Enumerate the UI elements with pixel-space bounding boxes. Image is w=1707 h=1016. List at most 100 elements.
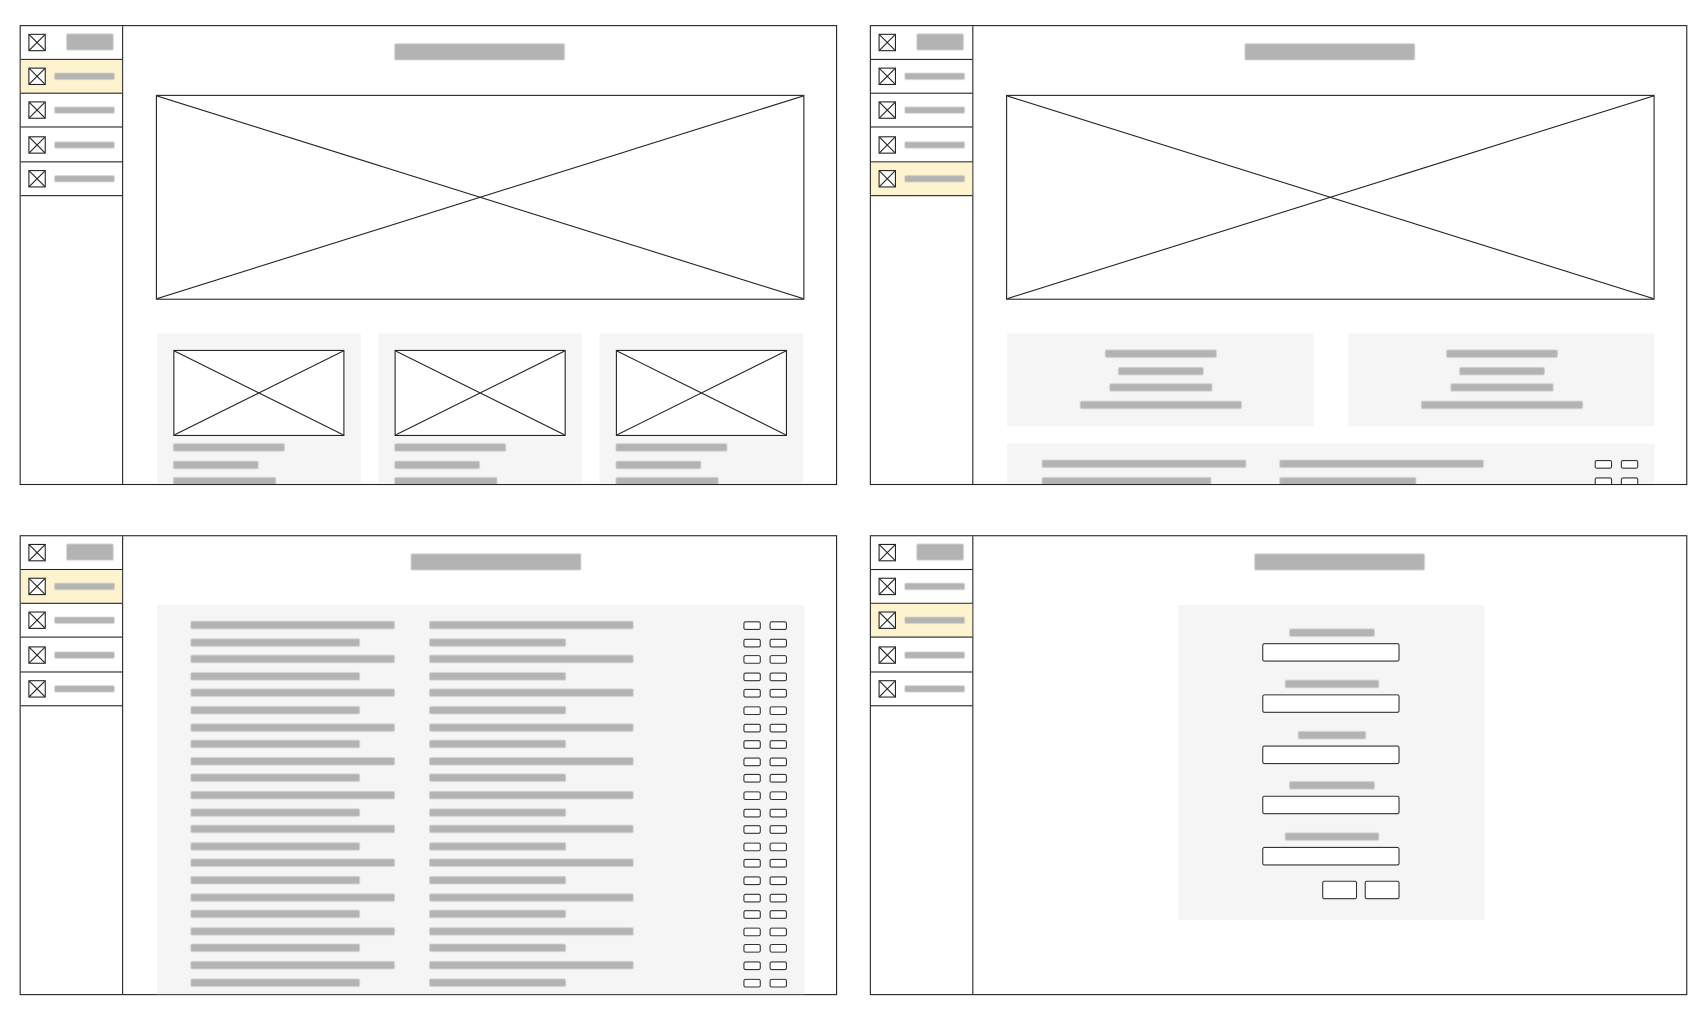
gallery-card[interactable]: [156, 333, 361, 484]
row-edit-button[interactable]: [743, 825, 761, 835]
row-delete-button[interactable]: [769, 808, 787, 818]
row-edit-button[interactable]: [743, 910, 761, 920]
summary-card[interactable]: [1348, 333, 1655, 427]
row-delete-button[interactable]: [769, 927, 787, 937]
row-edit-button[interactable]: [743, 791, 761, 801]
table-cell: [1042, 476, 1211, 484]
list-row[interactable]: [157, 859, 804, 869]
row-action-button[interactable]: [1594, 476, 1613, 484]
row-delete-button[interactable]: [769, 978, 787, 988]
row-edit-button[interactable]: [743, 757, 761, 767]
row-delete-button[interactable]: [769, 842, 787, 852]
row-edit-button[interactable]: [743, 893, 761, 903]
text-field[interactable]: [1262, 745, 1400, 764]
list-row[interactable]: [157, 621, 804, 631]
sidebar-item[interactable]: [20, 59, 123, 94]
row-edit-button[interactable]: [743, 774, 761, 784]
row-delete-button[interactable]: [769, 825, 787, 835]
row-edit-button[interactable]: [743, 638, 761, 648]
list-row[interactable]: [157, 978, 804, 988]
row-edit-button[interactable]: [743, 706, 761, 716]
row-action-button[interactable]: [1594, 459, 1613, 469]
gallery-card[interactable]: [378, 333, 583, 484]
list-row[interactable]: [157, 723, 804, 733]
row-edit-button[interactable]: [743, 621, 761, 631]
row-edit-button[interactable]: [743, 655, 761, 665]
sidebar-item[interactable]: [20, 638, 123, 673]
list-row[interactable]: [157, 672, 804, 682]
row-delete-button[interactable]: [769, 757, 787, 767]
submit-button[interactable]: [1364, 880, 1400, 900]
row-delete-button[interactable]: [769, 791, 787, 801]
sidebar-item[interactable]: [20, 672, 123, 707]
list-row[interactable]: [157, 808, 804, 818]
sidebar-item[interactable]: [20, 162, 123, 197]
row-edit-button[interactable]: [743, 723, 761, 733]
row-edit-button[interactable]: [743, 859, 761, 869]
row-edit-button[interactable]: [743, 876, 761, 886]
row-delete-button[interactable]: [769, 740, 787, 750]
sidebar-item[interactable]: [870, 162, 973, 197]
list-row[interactable]: [157, 689, 804, 699]
sidebar-item[interactable]: [20, 94, 123, 128]
list-row[interactable]: [157, 961, 804, 971]
page-title: [410, 553, 581, 571]
text-field[interactable]: [1262, 796, 1400, 815]
row-delete-button[interactable]: [769, 672, 787, 682]
list-row[interactable]: [157, 842, 804, 852]
sidebar-item[interactable]: [870, 570, 973, 604]
sidebar-item[interactable]: [20, 570, 123, 604]
list-row[interactable]: [157, 893, 804, 903]
list-row[interactable]: [157, 655, 804, 665]
row-delete-button[interactable]: [769, 621, 787, 631]
cancel-button[interactable]: [1322, 880, 1358, 900]
row-delete-button[interactable]: [769, 706, 787, 716]
list-row[interactable]: [157, 927, 804, 937]
row-edit-button[interactable]: [743, 672, 761, 682]
row-edit-button[interactable]: [743, 842, 761, 852]
row-edit-button[interactable]: [743, 978, 761, 988]
row-delete-button[interactable]: [769, 723, 787, 733]
sidebar-item[interactable]: [870, 60, 973, 94]
list-row[interactable]: [157, 910, 804, 920]
row-delete-button[interactable]: [769, 961, 787, 971]
row-delete-button[interactable]: [769, 876, 787, 886]
row-delete-button[interactable]: [769, 689, 787, 699]
list-row[interactable]: [157, 825, 804, 835]
summary-card[interactable]: [1007, 333, 1314, 427]
text-field[interactable]: [1262, 847, 1400, 866]
list-row[interactable]: [157, 944, 804, 954]
gallery-card[interactable]: [599, 333, 804, 484]
row-delete-button[interactable]: [769, 638, 787, 648]
row-delete-button[interactable]: [769, 774, 787, 784]
list-row[interactable]: [157, 740, 804, 750]
row-edit-button[interactable]: [743, 961, 761, 971]
sidebar-item[interactable]: [870, 638, 973, 673]
sidebar-item[interactable]: [870, 128, 973, 162]
text-field[interactable]: [1262, 643, 1400, 662]
list-row[interactable]: [157, 638, 804, 648]
row-edit-button[interactable]: [743, 740, 761, 750]
sidebar-item[interactable]: [870, 672, 973, 707]
row-edit-button[interactable]: [743, 944, 761, 954]
row-action-button[interactable]: [1620, 459, 1639, 469]
list-row[interactable]: [157, 757, 804, 767]
row-edit-button[interactable]: [743, 689, 761, 699]
sidebar-item[interactable]: [870, 94, 973, 128]
row-delete-button[interactable]: [769, 910, 787, 920]
list-row[interactable]: [157, 876, 804, 886]
sidebar-item[interactable]: [20, 128, 123, 162]
row-edit-button[interactable]: [743, 927, 761, 937]
row-delete-button[interactable]: [769, 655, 787, 665]
row-delete-button[interactable]: [769, 944, 787, 954]
list-row[interactable]: [157, 774, 804, 784]
sidebar-item[interactable]: [20, 604, 123, 638]
row-edit-button[interactable]: [743, 808, 761, 818]
row-delete-button[interactable]: [769, 859, 787, 869]
list-row[interactable]: [157, 791, 804, 801]
sidebar-item[interactable]: [870, 604, 973, 638]
list-row[interactable]: [157, 706, 804, 716]
row-action-button[interactable]: [1620, 476, 1639, 484]
text-field[interactable]: [1262, 694, 1400, 713]
row-delete-button[interactable]: [769, 893, 787, 903]
